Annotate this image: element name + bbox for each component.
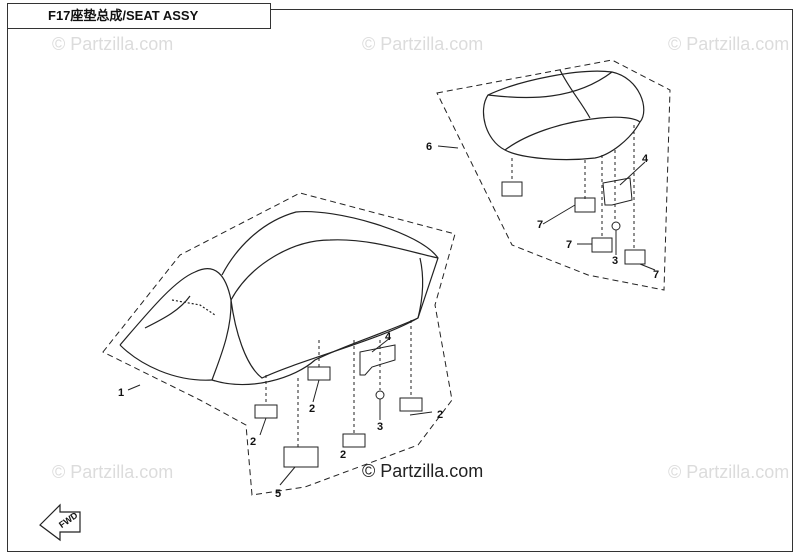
callout-2: 2 (437, 409, 443, 421)
callout-2: 2 (340, 449, 346, 461)
watermark: © Partzilla.com (362, 34, 484, 54)
callout-4: 4 (385, 331, 392, 343)
diagram-title: F17座垫总成/SEAT ASSY (7, 3, 271, 29)
callout-2: 2 (309, 403, 315, 415)
rear-damper-pads (501, 181, 646, 265)
callout-6: 6 (426, 141, 432, 153)
callout-7: 7 (537, 219, 543, 231)
leader-lines (127, 145, 656, 486)
callout-1: 1 (118, 387, 124, 399)
front-seat-group-outline (102, 192, 456, 496)
callout-2: 2 (250, 436, 256, 448)
copyright-notice: © Partzilla.com (362, 461, 484, 481)
front-nut (375, 390, 385, 400)
front-seat (119, 210, 439, 386)
callout-3: 3 (377, 421, 383, 433)
front-bracket (359, 344, 396, 376)
watermark: © Partzilla.com (52, 34, 174, 54)
projection-lines (265, 125, 635, 447)
callout-7: 7 (566, 239, 572, 251)
watermark: © Partzilla.com (668, 34, 790, 54)
callout-3: 3 (612, 255, 618, 267)
rear-seat-cowl (482, 69, 645, 161)
rear-bracket (602, 177, 633, 206)
watermark: © Partzilla.com (52, 462, 174, 482)
rear-nut (611, 221, 621, 231)
callout-4: 4 (642, 153, 649, 165)
callout-5: 5 (275, 488, 281, 500)
diagram-frame (7, 9, 793, 552)
rear-seat-group-outline (436, 59, 671, 291)
front-damper-pads (254, 366, 423, 468)
callout-7: 7 (653, 269, 659, 281)
fwd-arrow-icon: FWD (39, 503, 81, 542)
watermark: © Partzilla.com (668, 462, 790, 482)
